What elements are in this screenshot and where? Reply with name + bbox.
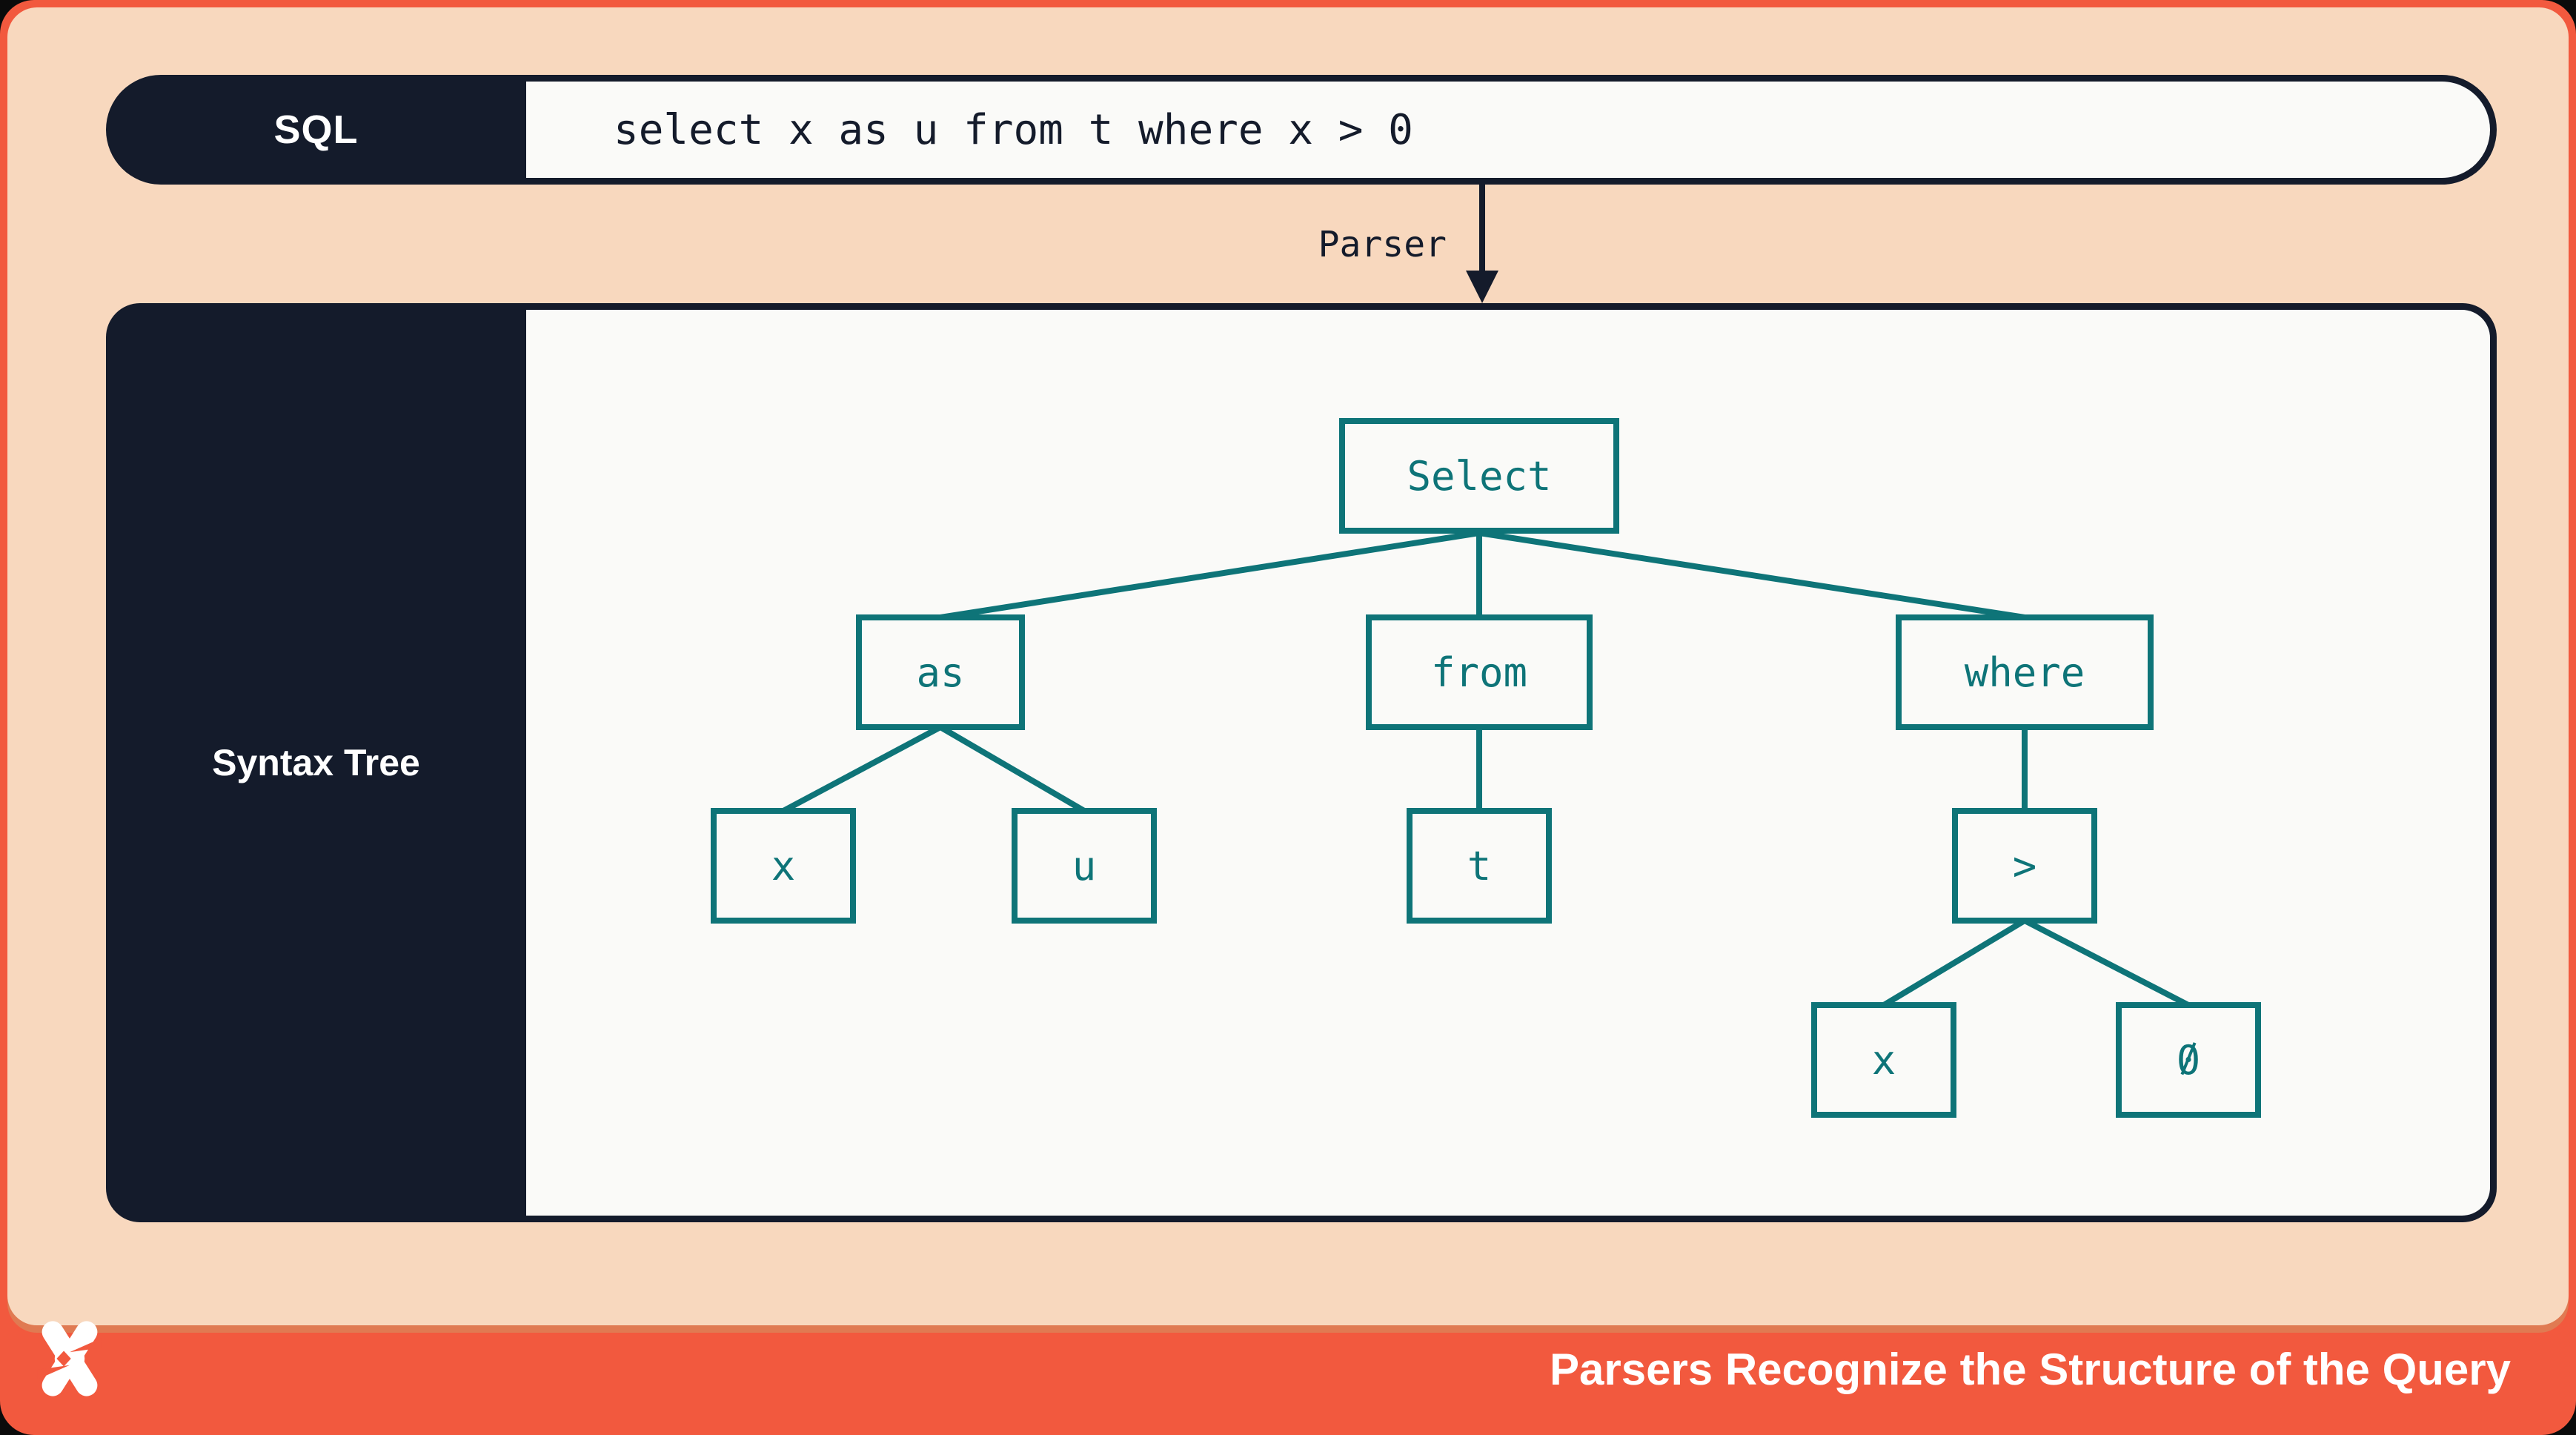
sql-bar-label-section: SQL <box>106 75 526 185</box>
syntax-tree-panel: Syntax Tree Select as from <box>106 303 2497 1222</box>
slide-caption: Parsers Recognize the Structure of the Q… <box>1549 1345 2511 1394</box>
sql-query-bar: SQL select x as u from t where x > 0 <box>106 75 2497 185</box>
tree-node-greater-than: > <box>1952 808 2097 924</box>
sql-query-text: select x as u from t where x > 0 <box>614 105 1413 154</box>
tree-node-u-label: u <box>1072 842 1097 889</box>
parser-arrow-head-icon <box>1466 271 1498 303</box>
tree-node-from-label: from <box>1430 649 1528 696</box>
syntax-tree-label-section: Syntax Tree <box>106 303 526 1222</box>
tree-node-x2-label: x <box>1871 1036 1896 1084</box>
tree-node-as: as <box>856 614 1025 730</box>
parser-arrow-line <box>1479 185 1485 274</box>
tree-node-where: where <box>1896 614 2154 730</box>
tree-node-zero: 0 <box>2116 1002 2261 1118</box>
sql-query-field: select x as u from t where x > 0 <box>526 82 2490 178</box>
syntax-tree-canvas: Select as from where x u t > <box>526 310 2490 1216</box>
tree-node-x-alias-source: x <box>711 808 856 924</box>
tree-node-x1-label: x <box>771 842 796 889</box>
tree-node-t-label: t <box>1467 842 1492 889</box>
tree-node-u: u <box>1012 808 1157 924</box>
sql-bar-label: SQL <box>273 107 359 152</box>
dolt-pinwheel-logo-icon <box>37 1321 102 1396</box>
tree-edges <box>782 530 2190 1008</box>
tree-node-where-label: where <box>1964 649 2085 696</box>
syntax-tree-label: Syntax Tree <box>212 742 420 783</box>
slashed-zero-glyph: 0 <box>2177 1037 2201 1084</box>
tree-node-t: t <box>1407 808 1552 924</box>
tree-node-gt-label: > <box>2012 842 2037 889</box>
tree-node-x-predicate: x <box>1811 1002 1956 1118</box>
tree-node-as-label: as <box>916 649 965 696</box>
tree-node-select-label: Select <box>1407 452 1552 500</box>
tree-node-from: from <box>1366 614 1593 730</box>
parser-label: Parser <box>1318 224 1447 265</box>
tree-node-select: Select <box>1339 418 1619 534</box>
